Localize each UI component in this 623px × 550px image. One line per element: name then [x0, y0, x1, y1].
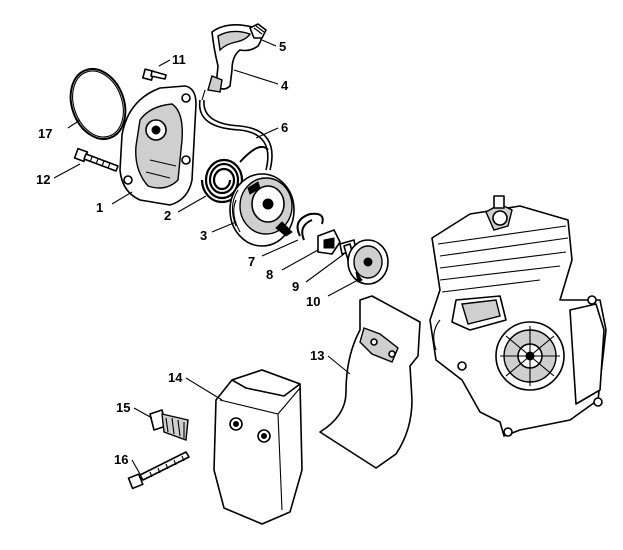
part-7-spring-clip [296, 212, 324, 241]
callout-16: 16 [114, 452, 128, 467]
part-15-spark-arrestor [149, 409, 189, 441]
leader-6 [255, 127, 279, 139]
leader-5 [261, 39, 277, 47]
leader-10 [327, 279, 359, 297]
leader-3 [211, 221, 237, 233]
leader-9 [305, 253, 345, 283]
callout-15: 15 [116, 400, 130, 415]
callout-10: 10 [306, 294, 320, 309]
part-8-pawl [317, 229, 341, 255]
leader-15 [133, 407, 153, 419]
part-11-screw [142, 68, 167, 81]
part-3-rope-rotor [229, 173, 295, 247]
cylinder-fins [437, 225, 569, 293]
part-6-starter-rope [198, 99, 273, 171]
part-12-screw [73, 147, 119, 172]
callout-1: 1 [96, 200, 103, 215]
leader-11 [158, 59, 171, 67]
callout-3: 3 [200, 228, 207, 243]
part-14-muffler [213, 369, 303, 525]
callout-4: 4 [281, 78, 289, 93]
callout-13: 13 [310, 348, 324, 363]
callout-2: 2 [164, 208, 171, 223]
callout-11: 11 [172, 52, 186, 67]
leader-13 [327, 355, 351, 375]
leader-12 [53, 163, 81, 179]
part-17-o-ring [69, 68, 127, 140]
leader-4 [233, 69, 279, 85]
callout-5: 5 [279, 39, 286, 54]
leader-14 [185, 377, 223, 401]
leader-17 [67, 119, 81, 129]
callout-8: 8 [266, 267, 273, 282]
callout-17: 17 [38, 126, 52, 141]
part-13-heat-shield [319, 295, 421, 469]
callout-7: 7 [248, 254, 255, 269]
leader-1 [111, 191, 133, 205]
part-16-screw [127, 451, 190, 490]
callout-14: 14 [168, 370, 183, 385]
part-10-washer [347, 239, 389, 285]
callout-labels: 11 5 4 6 17 12 1 2 3 7 8 9 10 13 14 15 1… [36, 39, 324, 467]
callout-12: 12 [36, 172, 50, 187]
engine-block [429, 195, 607, 437]
leader-lines [53, 39, 359, 475]
leader-16 [131, 459, 141, 475]
leader-2 [177, 195, 207, 213]
callout-9: 9 [292, 279, 299, 294]
callout-6: 6 [281, 120, 288, 135]
part-1-fan-housing [119, 85, 197, 206]
part-5-grip-insert [249, 23, 267, 39]
leader-8 [281, 249, 319, 271]
leader-7 [261, 239, 299, 257]
